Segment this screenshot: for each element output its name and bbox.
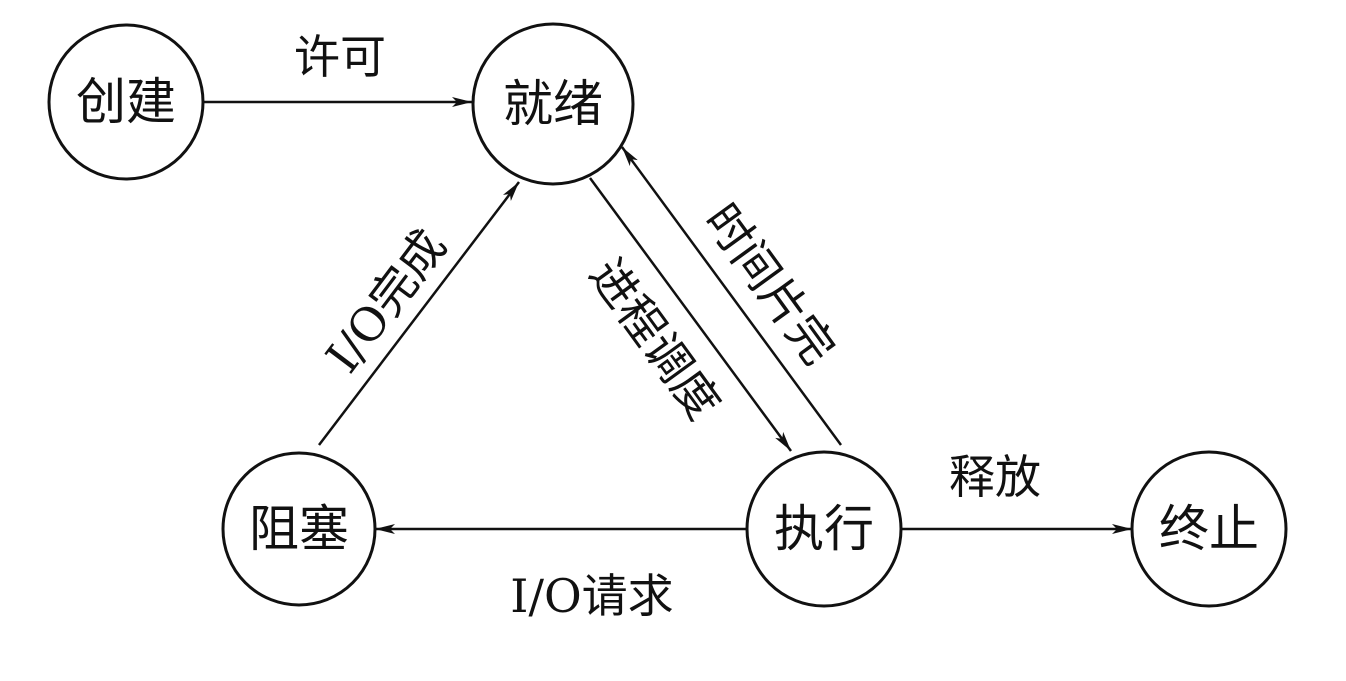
edge-ready-to-running bbox=[588, 177, 793, 452]
edge-running-to-ready bbox=[620, 146, 843, 446]
node-blocked: 阻塞 bbox=[221, 451, 377, 607]
node-running-label: 执行 bbox=[774, 500, 874, 558]
edge-label-io-request: I/O请求 bbox=[510, 569, 673, 623]
node-create-label: 创建 bbox=[76, 73, 176, 131]
node-blocked-label: 阻塞 bbox=[249, 500, 349, 558]
edge-blocked-to-ready bbox=[318, 181, 520, 446]
node-terminated-label: 终止 bbox=[1159, 500, 1259, 558]
node-ready-label: 就绪 bbox=[503, 75, 603, 133]
node-terminated: 终止 bbox=[1130, 450, 1288, 608]
edges bbox=[203, 97, 1132, 534]
node-create: 创建 bbox=[47, 23, 205, 181]
edge-label-permit: 许可 bbox=[294, 30, 386, 84]
node-running: 执行 bbox=[745, 450, 903, 608]
edge-label-release: 释放 bbox=[949, 450, 1041, 504]
node-ready: 就绪 bbox=[471, 22, 635, 186]
edge-labels: 许可 I/O完成 进程调度 时间片完 I/O请求 释放 bbox=[294, 30, 1041, 623]
